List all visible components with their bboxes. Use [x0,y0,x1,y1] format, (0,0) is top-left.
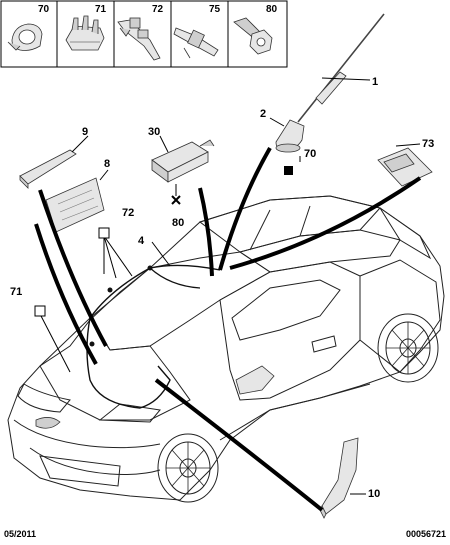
callout-9: 9 [82,126,88,138]
hex-nut-icon [233,17,273,55]
lower-grille [39,455,121,487]
callout-4: 4 [138,235,145,247]
legend-item-75: 75 [173,4,221,59]
legend-ref-80: 80 [266,4,278,15]
trim-strip-9 [19,149,77,189]
antenna-amplifier [151,139,215,183]
badge [35,417,61,429]
footer-date: 05/2011 [4,529,37,539]
pillar-trim-10 [319,437,359,519]
callout-30: 30 [148,126,160,138]
callout-80: 80 [172,217,184,229]
leader-lines [34,77,422,512]
front-wheel [157,433,219,503]
legend-item-71: 71 [65,4,107,51]
legend-ref-75: 75 [209,4,221,15]
callout-marker-70 [284,166,293,175]
harness-clip-icon [65,15,105,51]
door [219,261,361,401]
cable-clip-icon [7,23,43,51]
callout-2: 2 [260,108,266,120]
callout-box-72 [98,227,110,239]
car-body [7,195,445,503]
callout-70: 70 [304,148,316,160]
callout-8: 8 [104,158,110,170]
grommet-clip-icon [173,27,219,59]
side-mirror [235,365,275,395]
ribbon-clip-icon [117,17,161,61]
legend-item-80: 80 [233,4,278,55]
nut-marker [171,195,181,205]
callout-72: 72 [122,207,134,219]
callout-box-71 [34,305,46,317]
callout-1: 1 [372,76,378,88]
connector-bracket-73 [377,147,433,187]
legend-ref-71: 71 [95,4,107,15]
trim-panel-8 [45,177,105,233]
antenna-mast [297,13,385,123]
front-bumper [13,419,161,449]
legend-item-72: 72 [117,4,164,61]
rear-wheel [377,313,439,383]
legend-frame [0,0,288,68]
callout-10: 10 [368,488,380,500]
footer-code: 00056721 [405,529,446,539]
harness-clip-point [147,265,153,271]
legend-item-70: 70 [7,4,50,51]
door-handle [311,335,337,353]
antenna-base [275,119,305,153]
headlight-left [17,383,71,413]
door-window [231,279,341,341]
legend-ref-72: 72 [152,4,164,15]
headlight-right [98,403,161,423]
legend-strip: 70 71 72 [0,0,288,68]
callout-73: 73 [422,138,434,150]
legend-ref-70: 70 [38,4,50,15]
callout-labels: 1 2 70 30 80 72 4 9 8 73 71 10 [10,76,434,500]
callout-71: 71 [10,286,22,298]
